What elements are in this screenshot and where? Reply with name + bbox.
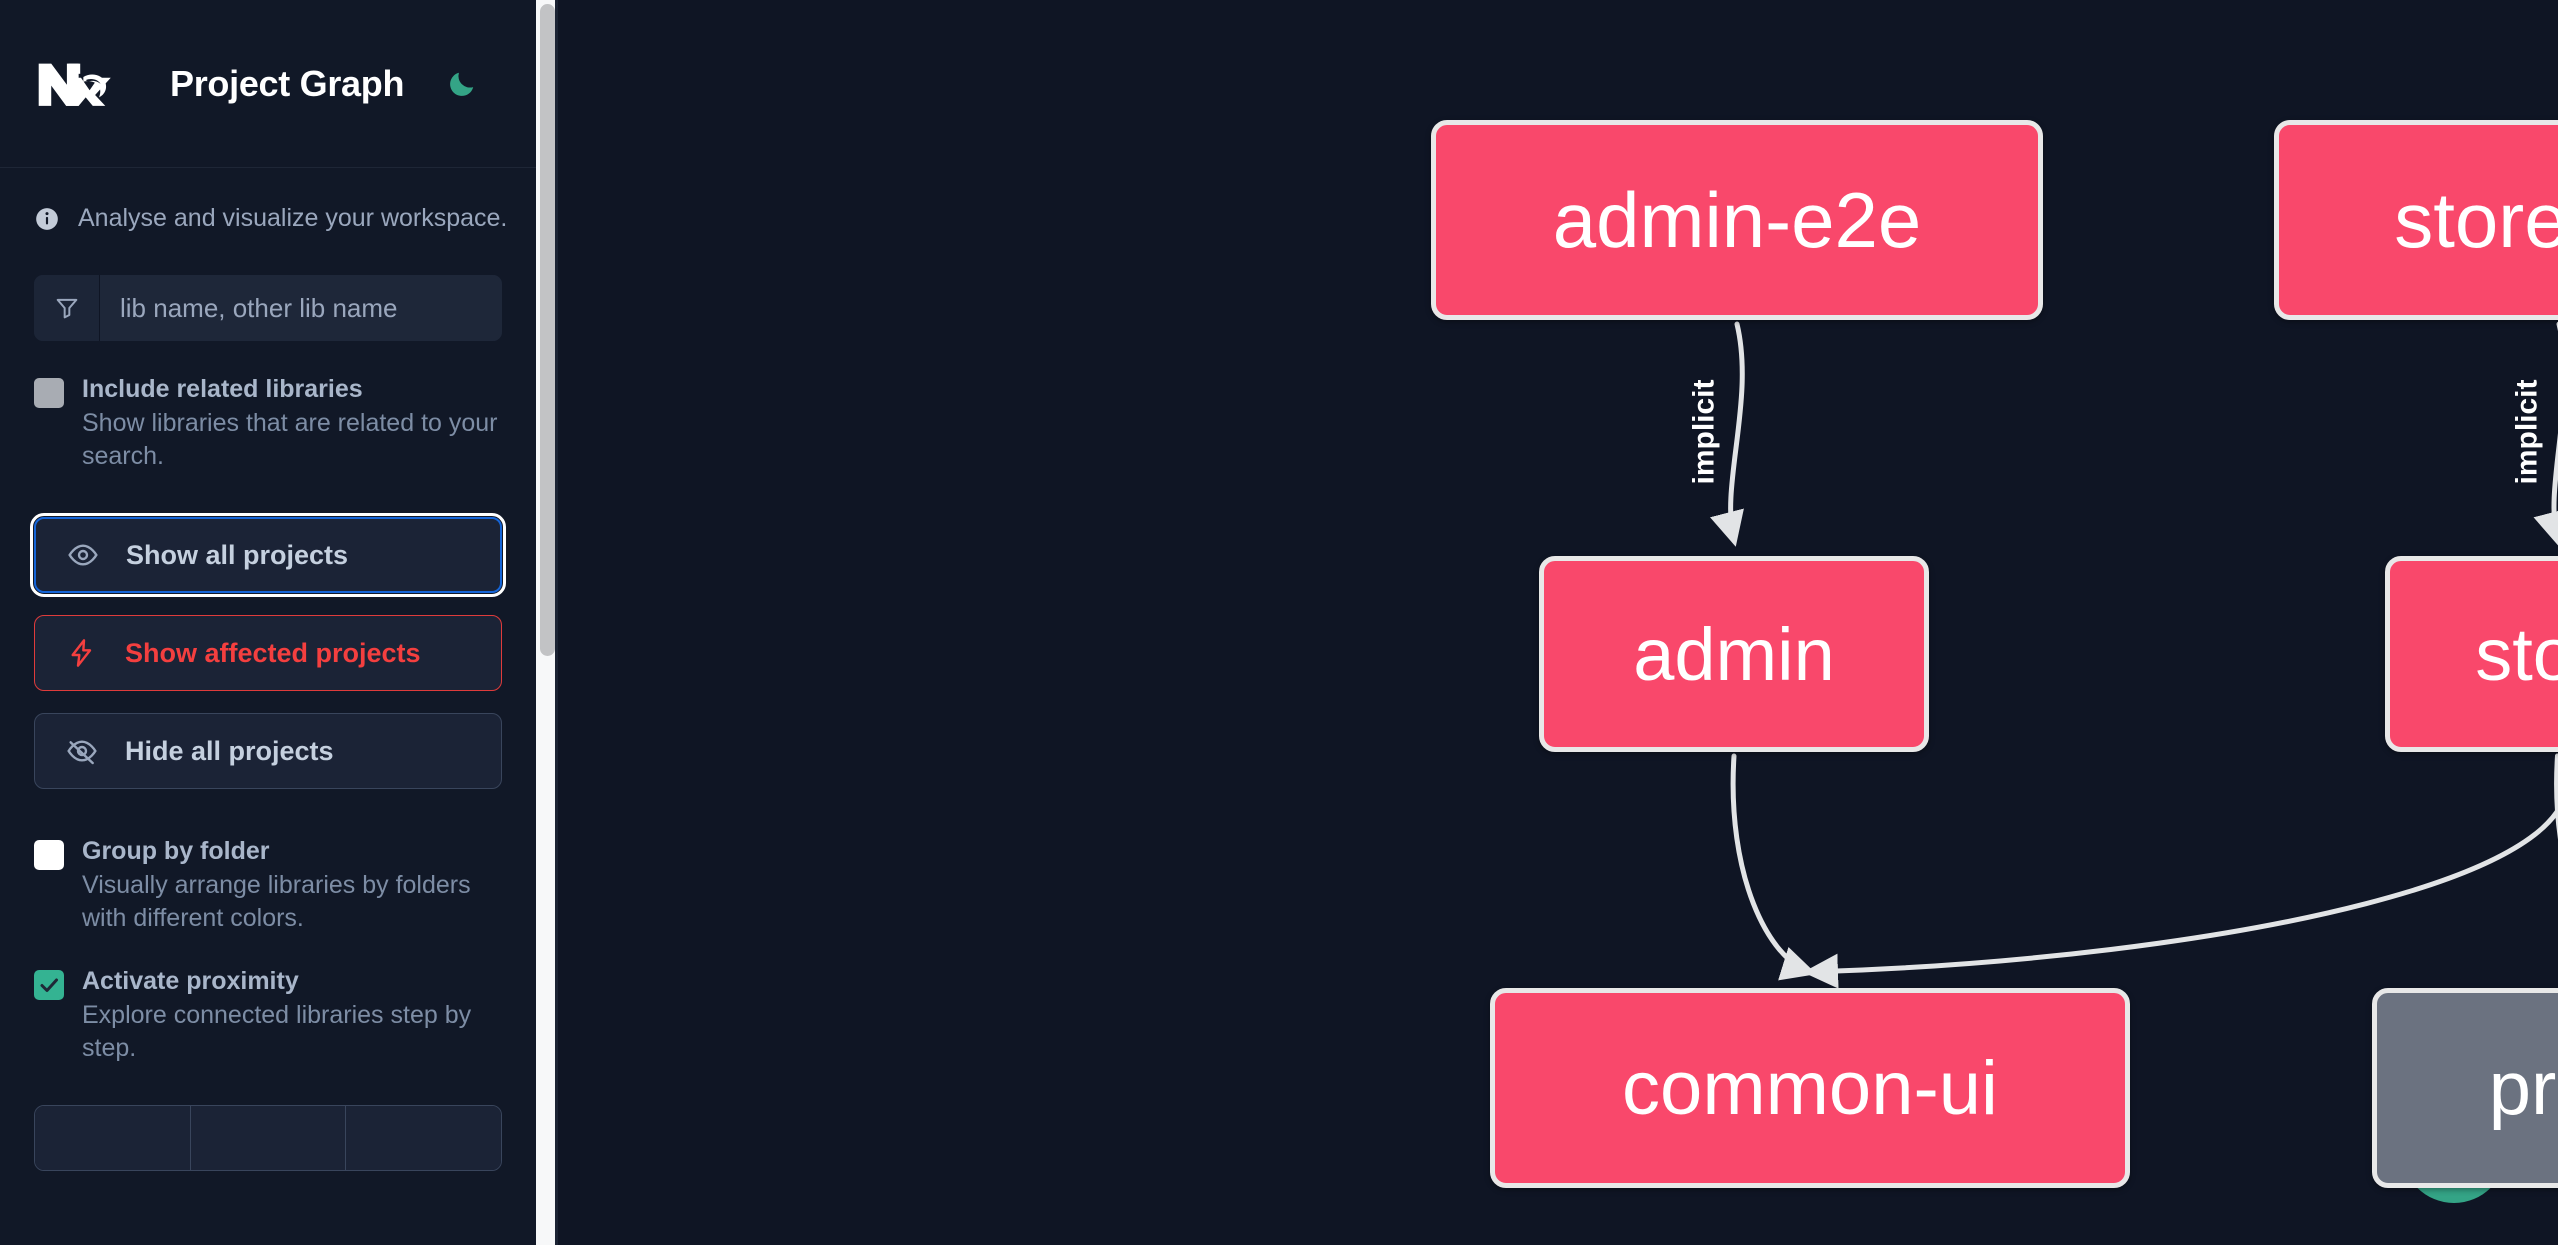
checkbox-label-group-by-folder: Group by folder: [82, 837, 270, 865]
show-affected-projects-label: Show affected projects: [125, 637, 421, 668]
graph-edge-store-to-common-ui[interactable]: [1803, 753, 2558, 989]
lightning-bolt-icon: [65, 636, 99, 670]
show-all-projects-label: Show all projects: [126, 539, 349, 570]
info-circle-icon: [34, 206, 60, 232]
sidebar-info-row: Analyse and visualize your workspace.: [0, 168, 536, 233]
graph-node-store-e2e[interactable]: store-e2e: [2274, 120, 2558, 320]
eye-off-icon: [65, 734, 99, 768]
checkbox-label-activate-proximity: Activate proximity: [82, 967, 299, 995]
graph-node-admin-e2e[interactable]: admin-e2e: [1431, 120, 2043, 320]
graph-node-store[interactable]: store: [2385, 556, 2558, 752]
show-all-projects-button[interactable]: Show all projects: [30, 513, 506, 597]
sidebar-scrollbar-thumb[interactable]: [540, 4, 555, 656]
graph-edge-label: implicit: [1688, 379, 1721, 484]
graph-edge-store-e2e-to-store[interactable]: [2533, 321, 2558, 547]
page-title: Project Graph: [170, 62, 405, 104]
proximity-step-value[interactable]: [190, 1106, 347, 1170]
checkbox-include-related-libraries[interactable]: Include related libraries Show libraries…: [0, 373, 536, 473]
graph-canvas[interactable]: implicit implicit admin-e2e store-e2e admin…: [558, 0, 2558, 1245]
graph-node-label: admin: [1633, 612, 1835, 696]
graph-edges-layer: implicit implicit: [1686, 321, 2558, 989]
hide-all-projects-label: Hide all projects: [125, 735, 334, 766]
checkbox-desc-activate-proximity: Explore connected libraries step by step…: [82, 1001, 472, 1062]
checkbox-box-include-related[interactable]: [34, 378, 64, 408]
filter-funnel-icon[interactable]: [34, 275, 100, 341]
proximity-step-increase[interactable]: [346, 1106, 501, 1170]
graph-node-label: products: [2488, 1045, 2558, 1131]
nx-logo-icon: [34, 55, 128, 113]
checkbox-label-include-related: Include related libraries: [82, 375, 363, 403]
checkbox-activate-proximity[interactable]: Activate proximity Explore connected lib…: [0, 965, 536, 1065]
sidebar-scrollbar-track[interactable]: [536, 0, 558, 1245]
graph-node-label: common-ui: [1622, 1045, 1998, 1131]
projects-button-group: Show all projects Show affected projects: [0, 513, 536, 789]
graph-node-label: admin-e2e: [1552, 175, 1922, 264]
checkbox-group-by-folder[interactable]: Group by folder Visually arrange librari…: [0, 835, 536, 935]
graph-node-products[interactable]: products: [2372, 988, 2558, 1188]
graph-edge-admin-to-common-ui[interactable]: [1730, 753, 1817, 981]
graph-node-common-ui[interactable]: common-ui: [1490, 988, 2130, 1188]
search-bar: [34, 275, 502, 341]
sidebar-scroll-area: Project Graph Analyse and visualize your…: [0, 0, 536, 1245]
graph-node-label: store: [2475, 612, 2558, 696]
checkbox-box-activate-proximity[interactable]: [34, 970, 64, 1000]
proximity-step-segmented-control[interactable]: [34, 1105, 502, 1171]
graph-node-admin[interactable]: admin: [1539, 556, 1929, 752]
search-input[interactable]: [100, 275, 502, 341]
moon-icon[interactable]: [442, 64, 482, 104]
checkbox-box-group-by-folder[interactable]: [34, 840, 64, 870]
checkbox-desc-include-related: Show libraries that are related to your …: [82, 409, 498, 470]
graph-edge-admin-e2e-to-admin[interactable]: [1710, 321, 1745, 547]
eye-icon: [66, 538, 100, 572]
graph-edge-label: implicit: [2510, 379, 2543, 484]
show-affected-projects-button[interactable]: Show affected projects: [34, 615, 502, 691]
graph-edge-store-to-products[interactable]: [2554, 753, 2558, 972]
proximity-step-decrease[interactable]: [35, 1106, 191, 1170]
sidebar-divider: [555, 0, 558, 1245]
checkbox-desc-group-by-folder: Visually arrange libraries by folders wi…: [82, 871, 471, 932]
graph-node-label: store-e2e: [2394, 175, 2558, 264]
sidebar-info-text: Analyse and visualize your workspace.: [78, 204, 508, 232]
sidebar-header: Project Graph: [0, 0, 536, 168]
sidebar: Project Graph Analyse and visualize your…: [0, 0, 558, 1245]
hide-all-projects-button[interactable]: Hide all projects: [34, 713, 502, 789]
